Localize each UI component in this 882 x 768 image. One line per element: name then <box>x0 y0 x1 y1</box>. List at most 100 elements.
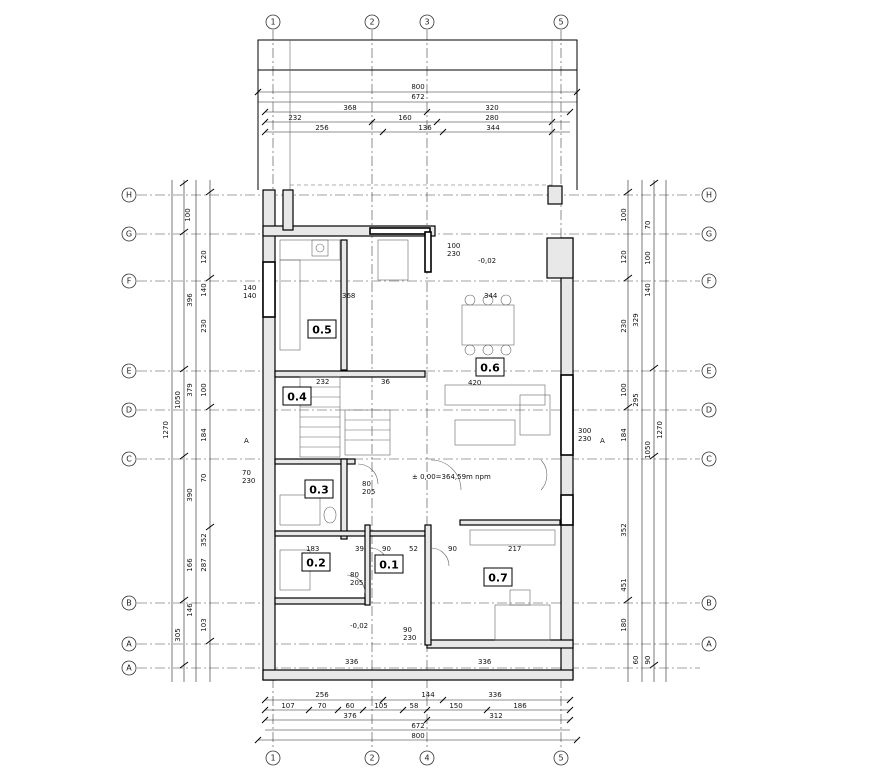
svg-text:0.5: 0.5 <box>312 324 332 337</box>
svg-text:70: 70 <box>318 702 327 710</box>
svg-text:352: 352 <box>620 523 628 536</box>
svg-text:F: F <box>127 277 132 286</box>
svg-text:120: 120 <box>200 250 208 263</box>
svg-text:368: 368 <box>343 104 356 112</box>
svg-text:368: 368 <box>342 292 355 300</box>
svg-text:0.1: 0.1 <box>379 559 399 572</box>
svg-text:2: 2 <box>369 18 374 27</box>
svg-text:305: 305 <box>174 628 182 641</box>
svg-text:186: 186 <box>513 702 527 710</box>
left-dimension-chains: 100 120 140 230 100 379 184 70 390 166 2… <box>162 179 215 682</box>
right-dimension-chains: 100 70 120 100 230 140 329 100 295 184 1… <box>620 179 667 682</box>
svg-text:100: 100 <box>620 383 628 396</box>
svg-text:100: 100 <box>620 208 628 221</box>
bottom-dimension-chains: 256 144 336 107 70 60 105 58 150 186 376… <box>254 691 581 744</box>
svg-text:150: 150 <box>449 702 462 710</box>
svg-text:90: 90 <box>644 656 652 665</box>
svg-text:184: 184 <box>200 428 208 442</box>
svg-text:672: 672 <box>411 93 424 101</box>
top-axis-bubbles: 1 2 3 5 <box>265 14 569 30</box>
svg-text:160: 160 <box>398 114 411 122</box>
svg-text:2: 2 <box>369 754 374 763</box>
svg-text:184: 184 <box>620 428 628 442</box>
svg-text:D: D <box>126 406 132 415</box>
svg-text:5: 5 <box>558 18 563 27</box>
horizontal-grid-lines <box>137 194 700 669</box>
svg-text:376: 376 <box>343 712 357 720</box>
top-dimension-chains: 800 672 368 320 232 160 280 256 136 344 <box>254 83 581 136</box>
svg-text:-0,02: -0,02 <box>478 257 496 265</box>
svg-text:90: 90 <box>448 545 457 553</box>
svg-text:103: 103 <box>200 618 208 631</box>
svg-text:232: 232 <box>288 114 301 122</box>
svg-text:E: E <box>706 367 711 376</box>
svg-text:420: 420 <box>468 379 481 387</box>
svg-text:39: 39 <box>355 545 364 553</box>
building-walls <box>262 185 574 681</box>
svg-text:320: 320 <box>485 104 498 112</box>
svg-text:0.4: 0.4 <box>287 391 307 404</box>
svg-text:36: 36 <box>381 378 390 386</box>
upper-terrace-outline <box>257 39 578 190</box>
svg-text:336: 336 <box>345 658 359 666</box>
svg-text:295: 295 <box>632 393 640 406</box>
bottom-axis-bubbles: 1 2 4 5 <box>265 750 569 766</box>
svg-text:396: 396 <box>186 293 194 307</box>
svg-text:A: A <box>126 640 132 649</box>
svg-text:140: 140 <box>644 283 652 296</box>
svg-text:800: 800 <box>411 83 424 91</box>
svg-text:451: 451 <box>620 578 628 591</box>
svg-text:1: 1 <box>270 18 275 27</box>
svg-text:230: 230 <box>200 319 208 332</box>
svg-text:180: 180 <box>620 618 628 631</box>
svg-text:344: 344 <box>484 292 498 300</box>
svg-text:287: 287 <box>200 558 208 571</box>
svg-text:G: G <box>126 230 132 239</box>
svg-text:344: 344 <box>486 124 500 132</box>
svg-text:1050: 1050 <box>644 441 652 459</box>
svg-text:256: 256 <box>315 124 329 132</box>
svg-text:52: 52 <box>409 545 418 553</box>
svg-text:136: 136 <box>418 124 432 132</box>
svg-text:C: C <box>126 455 132 464</box>
svg-text:C: C <box>706 455 712 464</box>
svg-text:336: 336 <box>488 691 502 699</box>
svg-text:352: 352 <box>200 533 208 546</box>
svg-text:230: 230 <box>620 319 628 332</box>
left-axis-bubbles: H G F E D C B A A <box>121 187 137 676</box>
svg-text:166: 166 <box>186 558 194 572</box>
svg-text:1: 1 <box>270 754 275 763</box>
right-axis-bubbles: H G F E D C B A <box>701 187 717 652</box>
svg-text:70: 70 <box>200 474 208 483</box>
svg-text:A: A <box>244 437 249 445</box>
furniture <box>279 239 556 641</box>
svg-text:100: 100 <box>644 251 652 264</box>
svg-text:60: 60 <box>346 702 355 710</box>
svg-text:3: 3 <box>424 18 429 27</box>
svg-text:1270: 1270 <box>656 421 664 439</box>
svg-text:100: 100 <box>200 383 208 396</box>
svg-text:336: 336 <box>478 658 492 666</box>
svg-text:A: A <box>600 437 605 445</box>
svg-text:B: B <box>126 599 132 608</box>
svg-text:120: 120 <box>620 250 628 263</box>
svg-text:800: 800 <box>411 732 424 740</box>
room-labels: 0.5 0.6 0.4 0.3 0.2 0.1 0.7 <box>282 319 513 587</box>
svg-text:F: F <box>707 277 712 286</box>
svg-text:± 0,00=364,59m npm: ± 0,00=364,59m npm <box>412 473 491 481</box>
svg-text:H: H <box>126 191 132 200</box>
svg-text:60: 60 <box>632 656 640 665</box>
svg-text:379: 379 <box>186 383 194 396</box>
svg-text:0.6: 0.6 <box>480 362 500 375</box>
svg-text:144: 144 <box>421 691 435 699</box>
svg-text:312: 312 <box>489 712 502 720</box>
svg-text:4: 4 <box>424 754 429 763</box>
svg-text:A: A <box>126 664 132 673</box>
svg-text:1270: 1270 <box>162 421 170 439</box>
